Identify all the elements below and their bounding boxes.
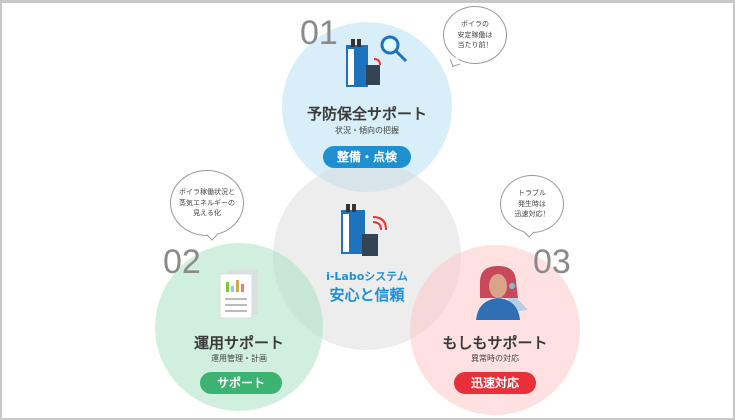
section-number-03: 03 (533, 243, 571, 281)
speech-bubble-02: ボイラ稼働状況と 蒸気エネルギーの 見える化 (170, 170, 244, 236)
section-subtitle-03: 異常時の対応 (471, 354, 519, 363)
maintenance-badge: 整備・点検 (323, 146, 411, 168)
section-title-01: 予防保全サポート (306, 105, 427, 123)
section-subtitle-02: 運用管理・計画 (211, 354, 267, 363)
system-tagline: 安心と信頼 (329, 286, 405, 304)
section-title-03: もしもサポート (442, 334, 548, 352)
report-document-icon (219, 270, 258, 319)
speech-bubble-03: トラブル 発生時は 迅速対応！ (500, 175, 564, 233)
rapid-response-badge: 迅速対応 (454, 372, 536, 394)
section-number-01: 01 (300, 14, 338, 52)
boiler-search-icon (346, 35, 408, 87)
support-badge: サポート (200, 372, 282, 394)
section-number-02: 02 (163, 243, 201, 281)
section-title-02: 運用サポート (193, 334, 284, 352)
section-subtitle-01: 状況・傾向の把握 (335, 126, 399, 135)
speech-bubble-01: ボイラの 安定稼働は 当たり前！ (443, 6, 507, 64)
operator-headset-icon (476, 266, 528, 320)
boiler-system-icon (341, 204, 387, 256)
system-name: i-Laboシステム (326, 270, 408, 283)
